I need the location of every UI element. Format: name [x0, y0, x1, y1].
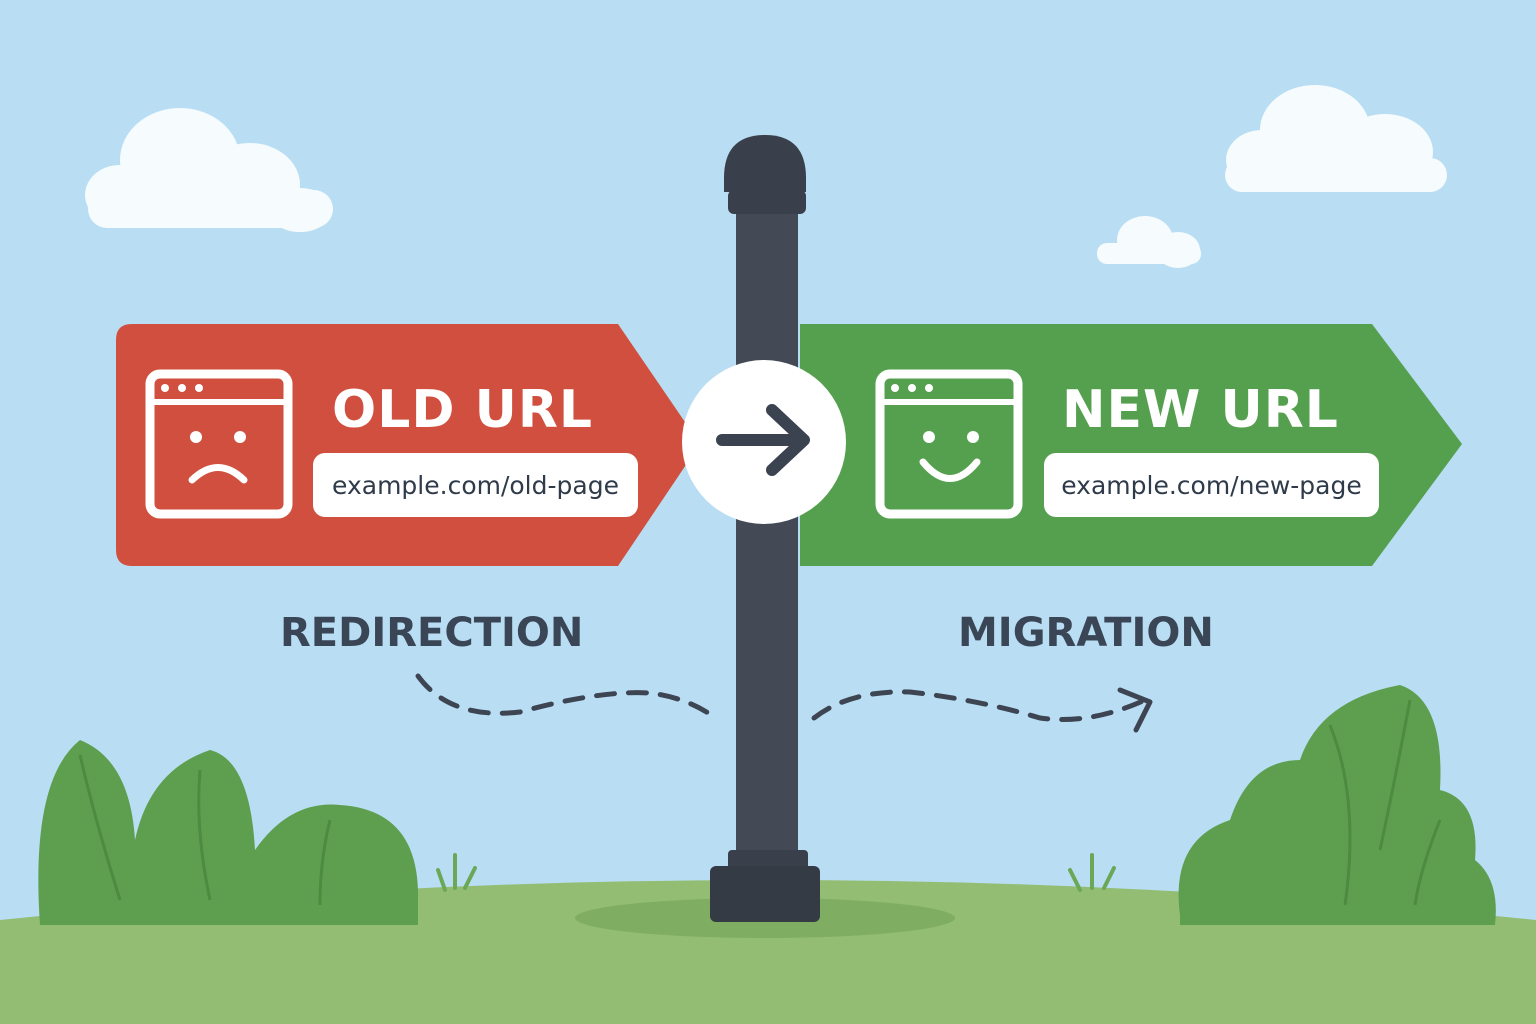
- old-url-sign: [116, 324, 700, 566]
- migration-label: MIGRATION: [958, 610, 1214, 656]
- cloud-left: [85, 108, 333, 232]
- new-url-value: example.com/new-page: [1044, 453, 1379, 517]
- redirection-label: REDIRECTION: [280, 610, 584, 656]
- grass-right: [1068, 853, 1116, 892]
- new-url-title: NEW URL: [1062, 380, 1339, 440]
- right-arrow-icon: [682, 360, 846, 524]
- bush-left: [38, 740, 419, 925]
- old-url-value: example.com/old-page: [313, 453, 638, 517]
- sad-browser-icon: [145, 369, 293, 519]
- cloud-right: [1225, 85, 1447, 192]
- new-url-sign: [800, 324, 1462, 566]
- grass-left: [436, 853, 477, 892]
- bush-right: [1178, 685, 1496, 925]
- happy-browser-icon: [875, 369, 1023, 519]
- dashed-path-arrow: [415, 673, 1153, 733]
- signpost-pole: [710, 135, 820, 922]
- old-url-title: OLD URL: [332, 380, 594, 440]
- cloud-small: [1097, 216, 1201, 268]
